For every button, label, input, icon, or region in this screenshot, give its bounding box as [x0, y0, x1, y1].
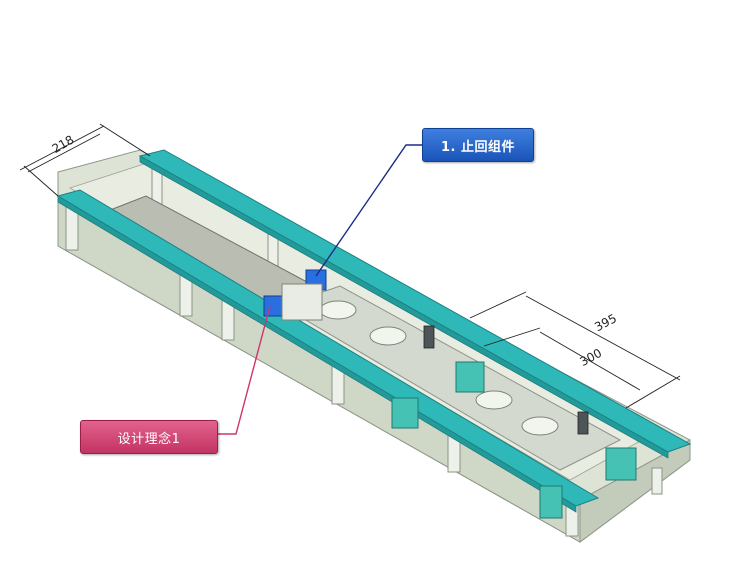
- dimension-218-label: 218: [50, 132, 77, 156]
- cylinder-units: [391, 361, 637, 519]
- frame-posts: [65, 165, 663, 537]
- stop-housing: [281, 283, 323, 321]
- callout-stop-assembly[interactable]: 1. 止回组件: [422, 128, 534, 162]
- leader-line-stop-assembly: [315, 144, 422, 277]
- teal-rails: [56, 149, 692, 513]
- callout-design-concept[interactable]: 设计理念1: [80, 420, 218, 454]
- dimension-218: [19, 123, 151, 197]
- leader-line-design-concept: [218, 305, 271, 435]
- dimension-length: [469, 291, 681, 409]
- dimension-300-label: 300: [577, 346, 604, 369]
- dimension-395-label: 395: [592, 311, 619, 334]
- stopper-posts: [423, 325, 589, 435]
- inner-plate: [280, 285, 622, 471]
